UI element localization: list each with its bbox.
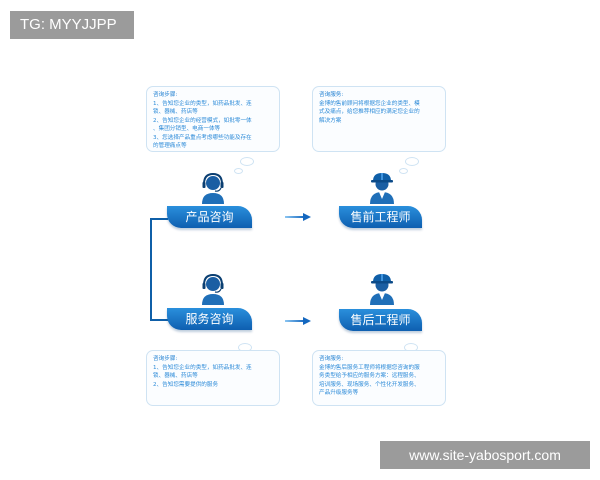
product-consult-node: 产品咨询 [167,206,252,228]
bubble-tail [399,168,408,174]
bubble-line: 金博的售后服务工程师将根据您咨询的服 [319,364,420,371]
headset-person-icon [202,172,224,204]
bubble-line: 1、告知您企业的类型，如药品批发、连 [153,364,252,371]
bubble-line: 、集团分销型、电商一体等 [153,126,221,132]
bubble-line: 培训服务、现场服务、个性化开发服务、 [319,381,420,388]
hardhat-engineer-icon [370,173,394,204]
service-consult-node: 服务咨询 [167,308,252,330]
headset-person-icon [202,273,224,305]
bubble-line: 金博的售前顾问将根据您企业的类型、模 [319,100,420,107]
bubble-line: 产品升级服务等 [319,390,359,396]
bubble-tail [234,168,243,174]
connector-line [150,218,152,321]
bubble-line: 解决方案 [319,117,342,124]
bubble-line: 式及痛点，给您推荐相应的满足您企业的 [319,109,420,115]
bubble-tail [405,157,419,166]
bubble-line: 2、告知您企业的经营模式，如批零一体 [153,117,252,124]
consult-service-bubble-bottom: 咨询服务: 金博的售后服务工程师将根据您咨询的服 务类型给予相应的服务方案：远程… [312,350,446,406]
bubble-tail [240,157,254,166]
bubble-title: 咨询步骤: [153,356,178,362]
arrow-right-icon [285,213,311,221]
consult-service-bubble-top: 咨询服务: 金博的售前顾问将根据您企业的类型、模 式及痛点，给您推荐相应的满足您… [312,86,446,152]
arrow-right-icon [285,317,311,325]
connector-line [150,319,168,321]
hardhat-engineer-icon [370,274,394,305]
bubble-title: 咨询步骤: [153,92,178,98]
bubble-title: 咨询服务: [319,92,344,98]
site-watermark: www.site-yabosport.com [380,441,590,469]
consult-steps-bubble-bottom: 咨询步骤: 1、告知您企业的类型，如药品批发、连 锁、器械、药店等 2、告知您需… [146,350,280,406]
aftersales-engineer-node: 售后工程师 [339,309,422,331]
connector-line [150,218,168,220]
presales-engineer-node: 售前工程师 [339,206,422,228]
bubble-line: 锁、器械、药店等 [153,109,198,115]
bubble-line: 1、告知您企业的类型，如药品批发、连 [153,100,252,107]
watermark-tag: TG: MYYJJPP [10,11,134,39]
bubble-line: 的管理痛点等 [153,143,187,149]
bubble-title: 咨询服务: [319,356,344,362]
consult-steps-bubble-top: 咨询步骤: 1、告知您企业的类型，如药品批发、连 锁、器械、药店等 2、告知您企… [146,86,280,152]
bubble-line: 3、您选择产品重点考虑哪些功能及存在 [153,134,252,141]
bubble-line: 锁、器械、药店等 [153,373,198,379]
bubble-line: 务类型给予相应的服务方案：远程服务、 [319,373,420,379]
bubble-line: 2、告知您需要提供的服务 [153,381,219,388]
